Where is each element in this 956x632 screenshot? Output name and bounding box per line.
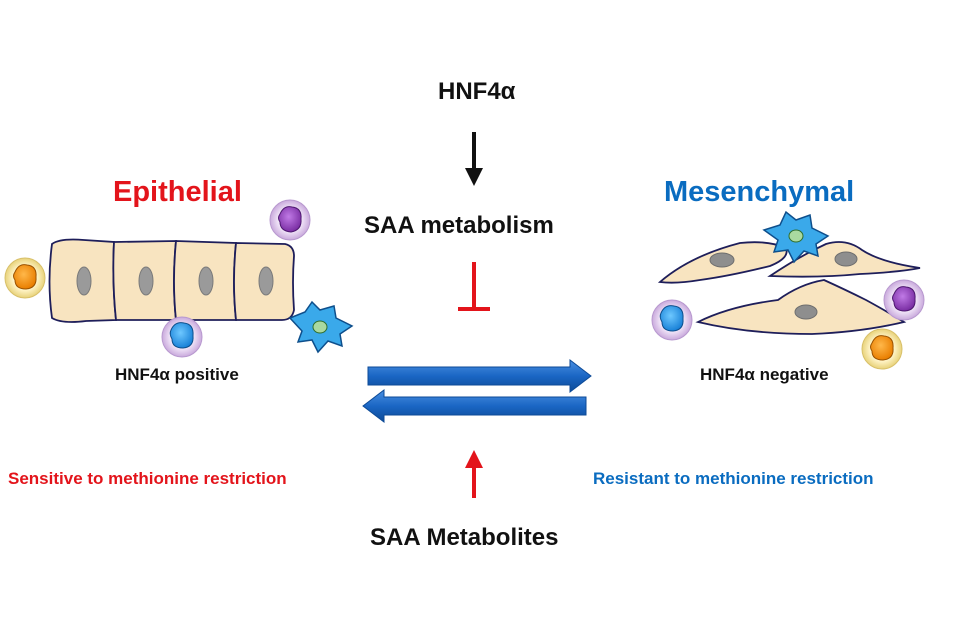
met-reverse-arrow xyxy=(362,388,587,424)
orange-immune-cell-icon xyxy=(4,257,46,299)
nucleus xyxy=(76,266,92,296)
dendritic-cell-icon xyxy=(288,300,354,354)
hnf4a-negative-label: HNF4α negative xyxy=(700,365,829,384)
mesenchymal-heading: Mesenchymal xyxy=(664,176,855,208)
saa-metabolites-label: SAA Metabolites xyxy=(370,524,559,551)
hnf4a-to-saa-arrow xyxy=(465,132,483,186)
nucleus xyxy=(794,304,818,320)
epithelial-nuclei xyxy=(76,266,274,296)
sensitive-phenotype-label: Sensitive to methionine restriction xyxy=(8,469,287,488)
nucleus xyxy=(138,266,154,296)
blue-immune-cell-icon xyxy=(161,316,203,358)
emt-forward-arrow xyxy=(367,358,592,394)
saa-metabolism-label: SAA metabolism xyxy=(364,212,554,239)
orange-immune-cell-icon xyxy=(861,328,903,370)
nucleus xyxy=(258,266,274,296)
resistant-phenotype-label: Resistant to methionine restriction xyxy=(593,469,874,488)
purple-immune-cell-icon xyxy=(269,199,311,241)
blue-immune-cell-icon xyxy=(651,299,693,341)
nucleus xyxy=(709,252,735,268)
mesenchymal-nuclei xyxy=(709,251,858,320)
epithelial-cell-sheet xyxy=(48,238,295,323)
purple-immune-cell-icon xyxy=(883,279,925,321)
nucleus xyxy=(198,266,214,296)
metabolites-up-arrow xyxy=(465,450,483,498)
mesenchymal-cells xyxy=(657,241,921,335)
hnf4a-title: HNF4α xyxy=(438,78,516,105)
epithelial-heading: Epithelial xyxy=(113,176,242,208)
inhibition-bar-icon xyxy=(458,262,490,311)
nucleus xyxy=(834,251,858,267)
dendritic-cell-icon xyxy=(762,210,830,264)
hnf4a-positive-label: HNF4α positive xyxy=(115,365,239,384)
